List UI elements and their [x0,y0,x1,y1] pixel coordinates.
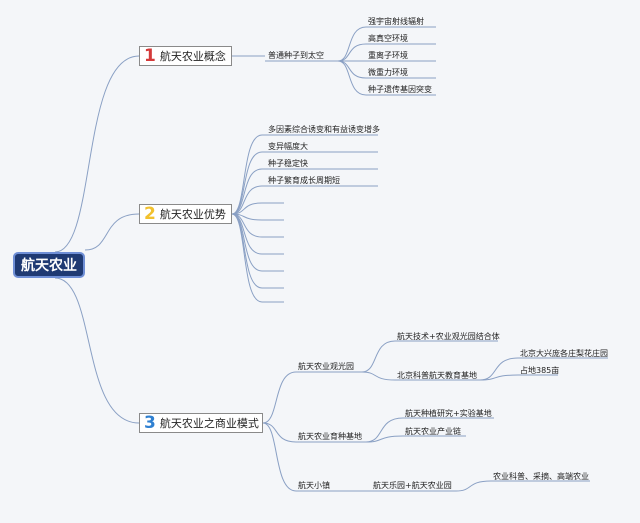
connector [337,26,367,62]
connector [262,422,297,492]
connector [262,422,297,443]
advantage-leaf: 种子稳定快 [268,159,308,168]
advantage-leaf: 多因素综合诱变和有益诱变增多 [268,125,380,134]
connector [361,340,396,373]
model-node-space-town: 航天小镇 [298,481,330,490]
connector [84,213,140,251]
branch-node-advantage[interactable]: 2 航天农业优势 [139,204,232,224]
connector [262,371,297,424]
model-node-breeding-base: 航天农业育种基地 [298,432,362,441]
model-item: 航天农业产业链 [405,427,461,436]
connector [337,60,367,79]
branch-number: 2 [144,203,156,224]
model-leaf: 占地385亩 [520,366,560,375]
model-item: 航天技术+农业观光园结合体 [397,332,500,341]
branch-label: 航天农业优势 [159,208,226,221]
branch-label: 航天农业之商业模式 [159,417,259,430]
model-item: 航天乐园+航天农业园 [373,481,452,490]
branch-node-business-model[interactable]: 3 航天农业之商业模式 [139,413,263,433]
concept-leaf: 高真空环境 [368,34,408,43]
concept-leaf: 微重力环境 [368,68,408,77]
connector [361,371,396,381]
connector [54,277,140,424]
model-node-tourism-park: 航天农业观光园 [298,362,354,371]
connector [54,55,140,253]
concept-sub-node: 普通种子到太空 [268,51,324,60]
connector [455,480,492,492]
model-item: 航天种植研究+实验基地 [405,409,492,418]
connector [231,213,263,303]
advantage-leaf: 变异幅度大 [268,142,308,151]
branch-label: 航天农业概念 [159,50,226,63]
connector [231,185,263,215]
branch-node-concept[interactable]: 1 航天农业概念 [139,46,232,66]
connector [365,435,404,443]
branch-number: 1 [144,45,156,66]
concept-leaf: 强宇宙射线辐射 [368,17,424,26]
model-item: 北京科普航天教育基地 [397,371,477,380]
advantage-leaf: 种子繁育成长周期短 [268,176,340,185]
branch-number: 3 [144,412,156,433]
connector [337,60,367,96]
connector [337,43,367,62]
concept-leaf: 种子遗传基因突变 [368,85,432,94]
connector [479,374,519,381]
model-leaf: 农业科普、采摘、高端农业 [493,472,589,481]
connector [231,134,263,215]
concept-leaf: 重离子环境 [368,51,408,60]
model-leaf: 北京大兴庞各庄梨花庄园 [520,349,608,358]
root-node[interactable]: 航天农业 [13,252,85,278]
